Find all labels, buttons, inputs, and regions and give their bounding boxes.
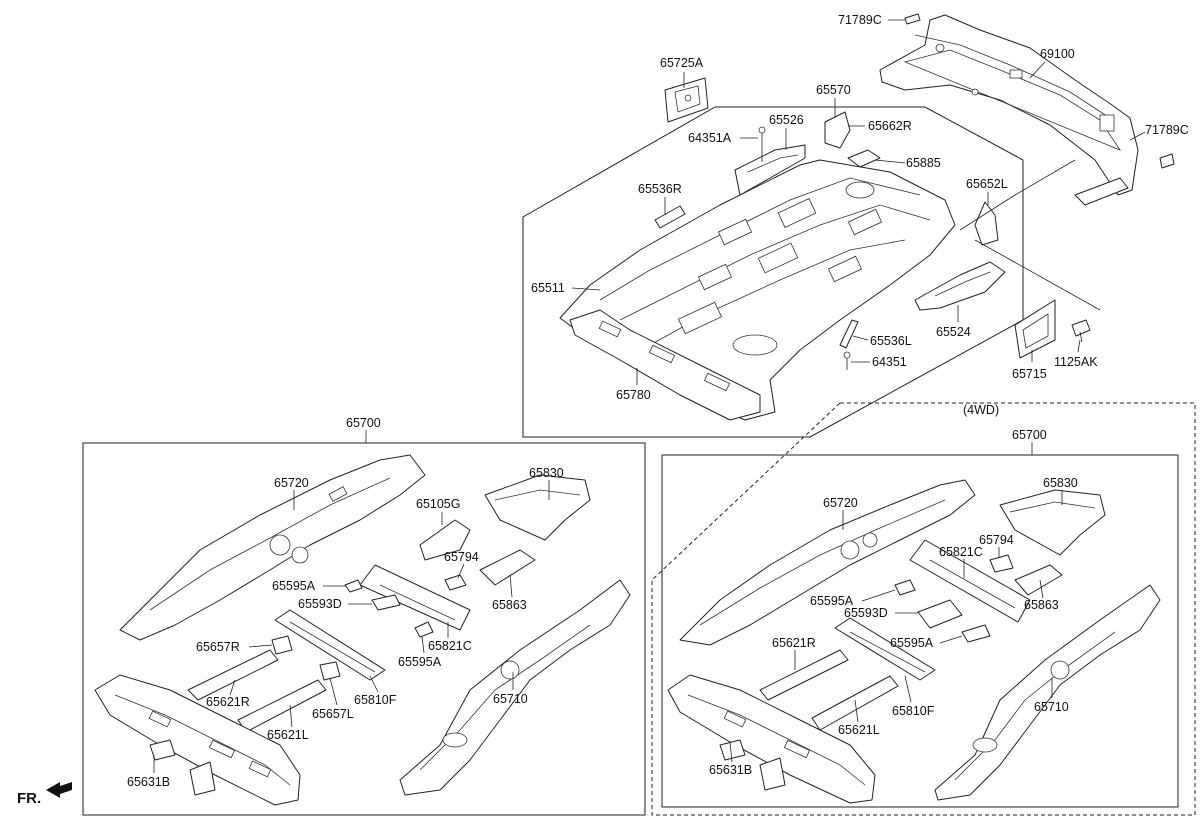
label-left-65595A-1: 65595A xyxy=(272,579,316,593)
label-left-65657R: 65657R xyxy=(196,640,240,654)
label-65715: 65715 xyxy=(1012,367,1047,381)
panel-65524 xyxy=(914,261,1006,311)
label-64351: 64351 xyxy=(872,355,907,369)
label-left-65657L: 65657L xyxy=(312,707,354,721)
front-direction-indicator: FR. xyxy=(17,782,72,807)
frames xyxy=(82,106,1196,816)
part-labels: 71789C 69100 71789C 65725A 65570 64351A … xyxy=(127,13,1189,789)
leader-lines xyxy=(153,19,1146,773)
label-right-65621L: 65621L xyxy=(838,723,880,737)
label-65885: 65885 xyxy=(906,156,941,170)
label-right-65830: 65830 xyxy=(1043,476,1078,490)
label-65536R: 65536R xyxy=(638,182,682,196)
4wd-outer-frame xyxy=(651,402,1196,816)
bracket-65662R xyxy=(824,111,851,149)
label-left-65863: 65863 xyxy=(492,598,527,612)
label-4wd-variant: (4WD) xyxy=(963,403,999,417)
4wd-assembly-frame xyxy=(661,454,1179,808)
label-left-65700: 65700 xyxy=(346,416,381,430)
label-right-65720: 65720 xyxy=(823,496,858,510)
plate-65885 xyxy=(847,149,881,168)
label-right-65595A-2: 65595A xyxy=(890,636,934,650)
4wd-assembly-drawing xyxy=(667,479,1161,804)
label-left-65710: 65710 xyxy=(493,692,528,706)
label-left-65105G: 65105G xyxy=(416,497,460,511)
front-label: FR. xyxy=(17,790,41,807)
bracket-65536L xyxy=(839,319,859,349)
label-left-65621R: 65621R xyxy=(206,695,250,709)
rear-crossmember-69100 xyxy=(879,13,1175,206)
label-left-65830: 65830 xyxy=(529,466,564,480)
bracket-65725A xyxy=(664,77,709,123)
label-65536L: 65536L xyxy=(870,334,912,348)
label-1125AK: 1125AK xyxy=(1054,355,1098,369)
label-left-65593D: 65593D xyxy=(298,597,342,611)
label-left-65821C: 65821C xyxy=(428,639,472,653)
bracket-65526 xyxy=(734,144,806,196)
label-65662R: 65662R xyxy=(868,119,912,133)
label-left-65595A-2: 65595A xyxy=(398,655,442,669)
label-left-65631B: 65631B xyxy=(127,775,170,789)
label-left-65720: 65720 xyxy=(274,476,309,490)
label-right-65821C: 65821C xyxy=(939,545,983,559)
label-65652L: 65652L xyxy=(966,177,1008,191)
bracket-65652L xyxy=(974,201,999,246)
upper-small-parts xyxy=(654,111,1101,370)
label-left-65621L: 65621L xyxy=(267,728,309,742)
bolt-1125AK xyxy=(1071,319,1091,337)
label-65511: 65511 xyxy=(531,281,565,295)
left-assembly-frame xyxy=(82,442,646,816)
label-right-65593D: 65593D xyxy=(844,606,888,620)
label-left-65794: 65794 xyxy=(444,550,479,564)
label-right-65710: 65710 xyxy=(1034,700,1069,714)
bracket-65536R xyxy=(654,205,686,229)
front-arrow-icon xyxy=(46,782,72,798)
label-right-65631B: 65631B xyxy=(709,763,752,777)
label-right-65595A-1: 65595A xyxy=(810,594,854,608)
label-71789C-top: 71789C xyxy=(838,13,882,27)
label-right-65863: 65863 xyxy=(1024,598,1059,612)
label-right-65700: 65700 xyxy=(1012,428,1047,442)
label-right-65810F: 65810F xyxy=(892,704,935,718)
label-right-65794: 65794 xyxy=(979,533,1014,547)
label-65526: 65526 xyxy=(769,113,804,127)
left-assembly-drawing xyxy=(94,454,631,806)
label-left-65810F: 65810F xyxy=(354,693,397,707)
label-64351A: 64351A xyxy=(688,131,732,145)
rear-floor-pan-65511 xyxy=(559,159,956,421)
upper-floor-frame xyxy=(522,106,1024,438)
label-65570: 65570 xyxy=(816,83,851,97)
bracket-65715 xyxy=(1014,299,1056,359)
label-right-65621R: 65621R xyxy=(772,636,816,650)
label-71789C-right: 71789C xyxy=(1145,123,1189,137)
label-65725A: 65725A xyxy=(660,56,704,70)
label-65524: 65524 xyxy=(936,325,971,339)
label-65780: 65780 xyxy=(616,388,651,402)
label-69100: 69100 xyxy=(1040,47,1075,61)
